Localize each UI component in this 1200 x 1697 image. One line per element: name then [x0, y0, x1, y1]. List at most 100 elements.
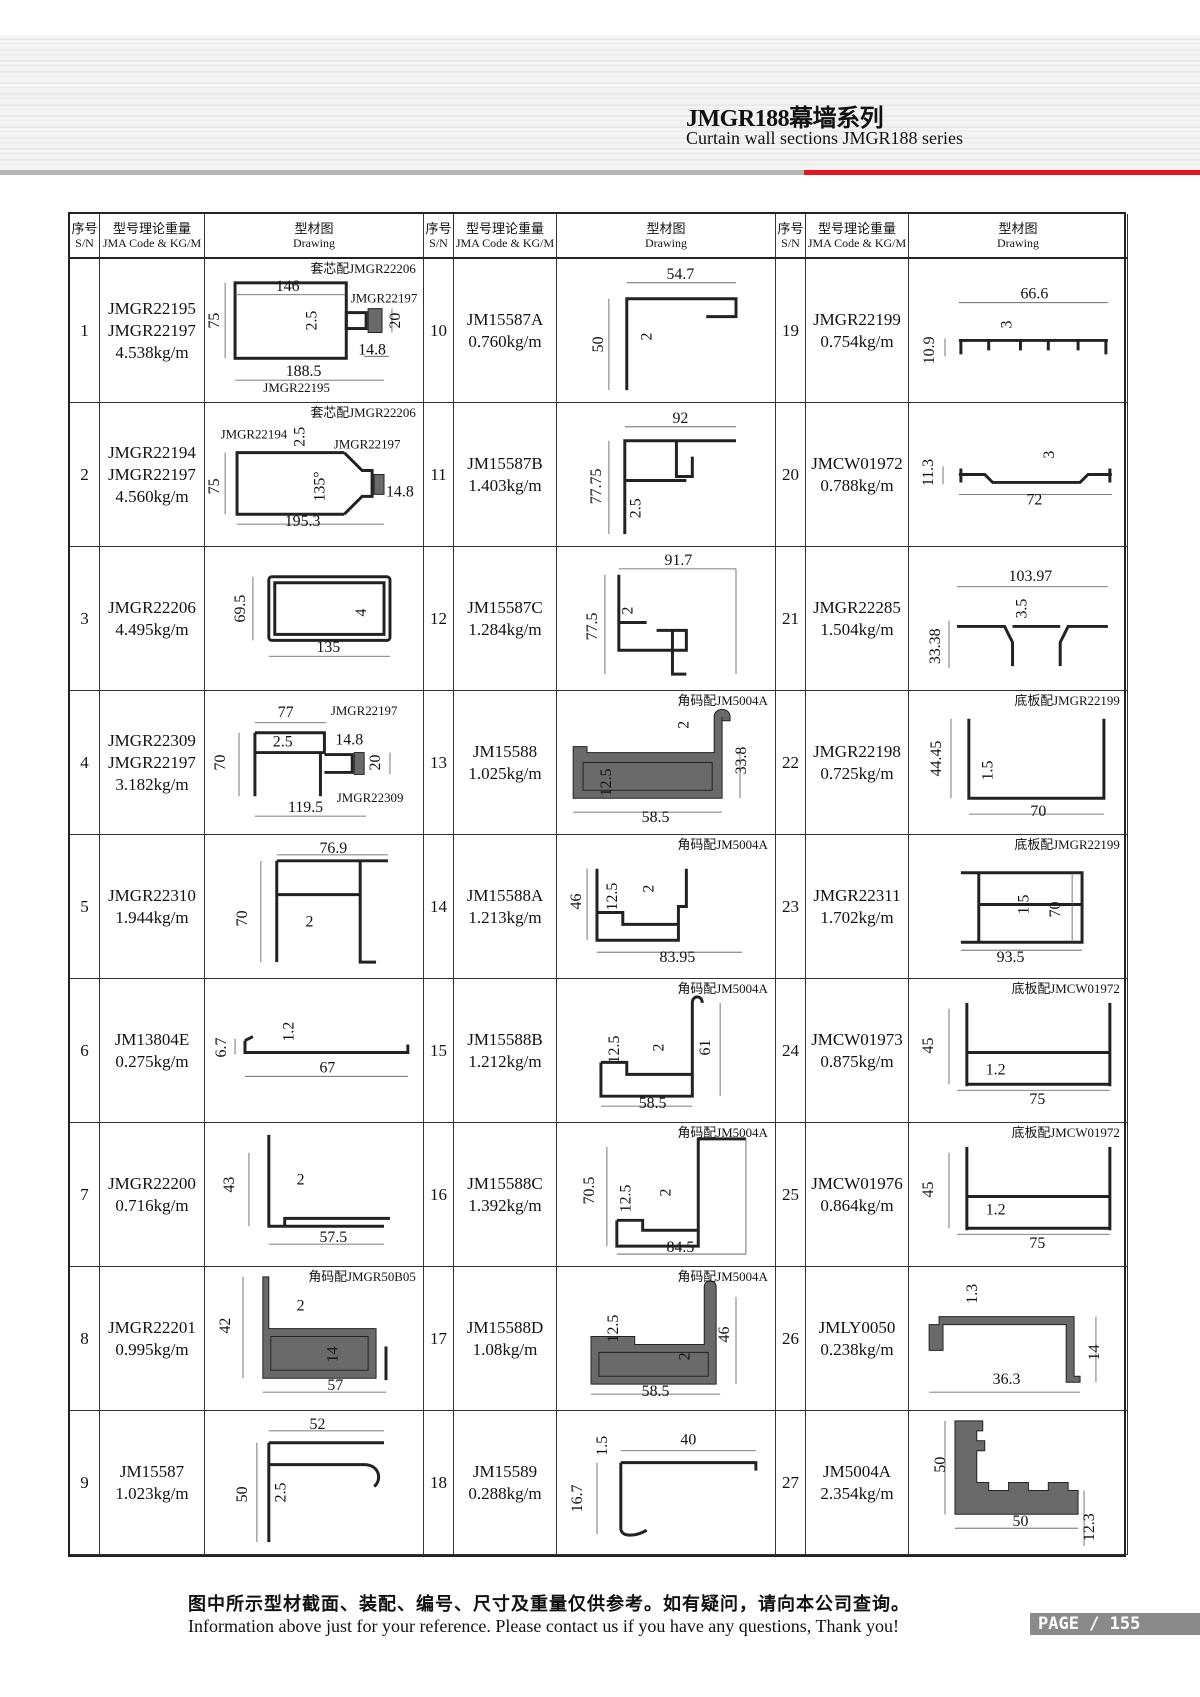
- serial-number: 21: [776, 547, 806, 691]
- weight: 2.354kg/m: [820, 1483, 894, 1503]
- dimension-label: 14: [324, 1346, 341, 1362]
- dimension-label: 50: [234, 1486, 251, 1502]
- dimension-label: 103.97: [1009, 568, 1053, 585]
- dimension-label: 83.95: [660, 949, 696, 966]
- dimension-label: 1.5: [980, 760, 997, 780]
- serial-number: 25: [776, 1123, 806, 1267]
- serial-number: 14: [424, 835, 454, 979]
- profile-drawing: 66.6 3 10.9: [909, 259, 1128, 403]
- dimension-label: 70: [1047, 901, 1064, 917]
- dimension-label: 12.5: [598, 768, 615, 796]
- dimension-label: 2.5: [273, 734, 293, 751]
- serial-number: 17: [424, 1267, 454, 1411]
- dimension-label: 2.5: [292, 427, 309, 447]
- jma-code: JMGR22310: [108, 885, 196, 905]
- dimension-label: 12.5: [605, 1315, 622, 1343]
- serial-number: 26: [776, 1267, 806, 1411]
- serial-number: 9: [70, 1411, 100, 1555]
- weight: 1.08kg/m: [472, 1339, 538, 1359]
- part-label: JMGR22195: [263, 381, 330, 395]
- serial-number: 10: [424, 259, 454, 403]
- dimension-label: 1.2: [986, 1061, 1006, 1078]
- dimension-label: 2: [651, 1043, 668, 1051]
- jma-code: JM13804E: [114, 1029, 190, 1049]
- profile-drawing: 套芯配JMGR22206 146 JMGR22197 75 2.5 14.8 2…: [205, 259, 424, 403]
- serial-number: 19: [776, 259, 806, 403]
- profile-drawing: 54.7 50 2: [557, 259, 776, 403]
- dimension-label: 2.5: [273, 1482, 290, 1502]
- weight: 0.875kg/m: [820, 1051, 894, 1071]
- dimension-label: 92: [672, 410, 688, 427]
- dimension-label: 77.5: [584, 612, 601, 640]
- assembly-note: 套芯配JMGR22206: [310, 405, 416, 420]
- profile-drawing: 11.3 3 72: [909, 403, 1128, 547]
- dimension-label: 146: [276, 278, 300, 295]
- dimension-label: 76.9: [319, 840, 347, 857]
- assembly-note: 角码配JM5004A: [678, 694, 769, 708]
- dimension-label: 46: [716, 1327, 733, 1343]
- jma-code: JMCW01973: [811, 1029, 903, 1049]
- dimension-label: 195.3: [285, 513, 321, 530]
- dimension-label: 4: [353, 609, 370, 617]
- dimension-label: 33.38: [927, 628, 944, 664]
- dimension-label: 2.5: [303, 311, 320, 331]
- dimension-label: 77.75: [588, 468, 605, 504]
- dimension-label: 61: [697, 1040, 714, 1056]
- weight: 0.760kg/m: [468, 331, 542, 351]
- weight: 0.288kg/m: [468, 1483, 542, 1503]
- profile-drawing: 底板配JMGR22199 1.5 70 93.5: [909, 835, 1128, 979]
- weight: 0.995kg/m: [115, 1339, 189, 1359]
- dimension-label: 14: [1086, 1344, 1103, 1360]
- profile-drawing: 套芯配JMGR22206 JMGR22194 2.5 JMGR22197 75 …: [205, 403, 424, 547]
- dimension-label: 33.8: [733, 747, 750, 775]
- dimension-label: 50: [1013, 1513, 1029, 1530]
- profile-drawing: 52 50 2.5: [205, 1411, 424, 1555]
- dimension-label: 12.5: [604, 883, 621, 911]
- assembly-note: 底板配JMCW01972: [1012, 981, 1120, 996]
- jma-code: JM15589: [472, 1461, 538, 1481]
- dimension-label: 1.5: [1015, 895, 1032, 915]
- dimension-label: 2.5: [628, 498, 645, 518]
- serial-number: 4: [70, 691, 100, 835]
- jma-code: JM15587: [119, 1461, 185, 1481]
- jma-code: JMGR22206: [108, 597, 196, 617]
- dimension-label: 14.8: [386, 483, 414, 500]
- dimension-label: 2: [675, 721, 692, 729]
- dimension-label: 2: [639, 332, 656, 340]
- dimension-label: 69.5: [232, 595, 249, 623]
- dimension-label: 84.5: [667, 1239, 695, 1256]
- jma-code: JM5004A: [822, 1461, 891, 1481]
- jma-code: JMCW01972: [811, 453, 903, 473]
- jma-code: JMGR22201: [108, 1317, 196, 1337]
- weight: 0.754kg/m: [820, 331, 894, 351]
- weight: 1.392kg/m: [468, 1195, 542, 1215]
- serial-number: 18: [424, 1411, 454, 1555]
- serial-number: 20: [776, 403, 806, 547]
- dimension-label: 42: [217, 1318, 234, 1334]
- jma-code: JM15588C: [467, 1173, 543, 1193]
- dimension-label: 50: [932, 1457, 949, 1473]
- jma-code: JMGR22198: [813, 741, 901, 761]
- profile-drawing: 角码配JM5004A 2 33.8 12.5 58.5: [557, 691, 776, 835]
- profile-drawing: 69.5 4 135: [205, 547, 424, 691]
- profile-drawing: 40 1.5 16.7: [557, 1411, 776, 1555]
- dimension-label: 72: [1026, 491, 1042, 508]
- dimension-label: 36.3: [993, 1371, 1021, 1388]
- jma-code: JMGR22194: [108, 442, 196, 462]
- dimension-label: 77: [278, 704, 294, 721]
- weight: 0.716kg/m: [115, 1195, 189, 1215]
- weight: 1.944kg/m: [115, 907, 189, 927]
- dimension-label: 2: [676, 1352, 693, 1360]
- serial-number: 3: [70, 547, 100, 691]
- assembly-note: 角码配JMGR50B05: [308, 1270, 415, 1284]
